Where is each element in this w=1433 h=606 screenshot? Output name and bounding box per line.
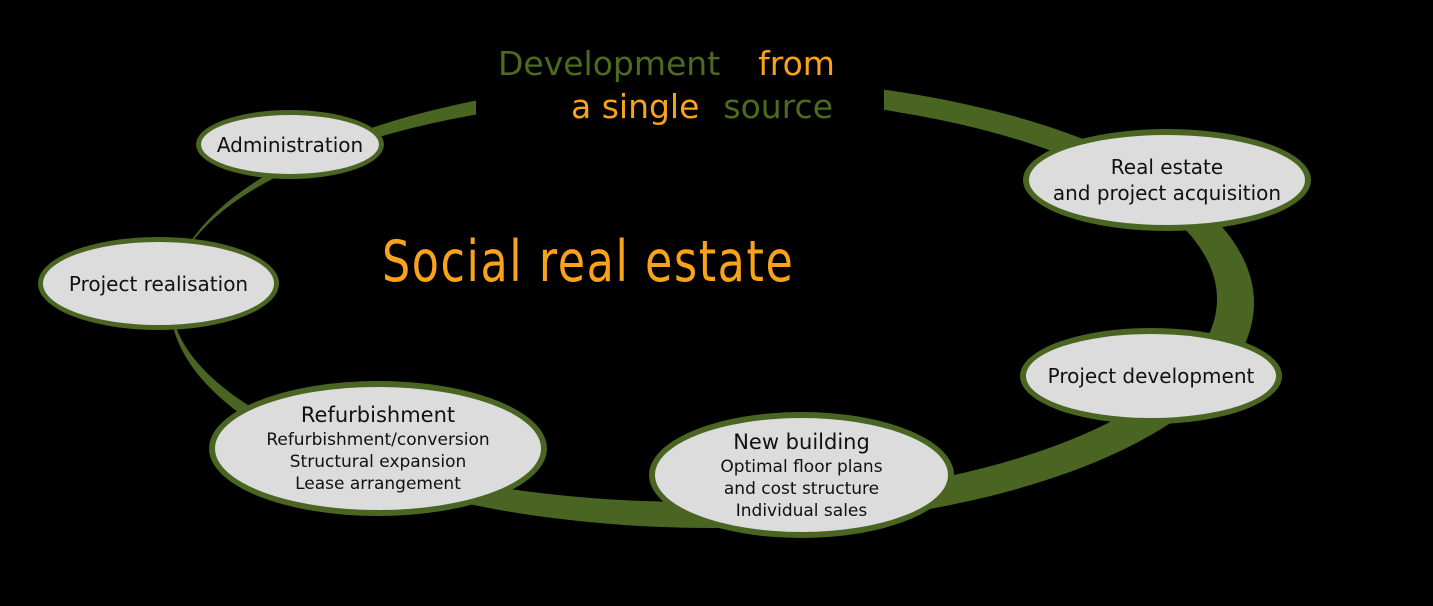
node-refurbishment-sub3: Lease arrangement xyxy=(295,474,461,494)
node-refurbishment-sub1: Refurbishment/conversion xyxy=(266,430,490,450)
node-administration: Administration xyxy=(196,110,384,179)
header-word-from: from xyxy=(758,44,835,83)
node-administration-label: Administration xyxy=(216,132,364,157)
node-new-building-sub2: and cost structure xyxy=(723,478,880,499)
center-title: Social real estate xyxy=(382,230,911,294)
node-project-realisation: Project realisation xyxy=(38,237,279,330)
node-refurbishment: Refurbishment Refurbishment/conversion S… xyxy=(209,381,547,516)
node-project-realisation-label: Project realisation xyxy=(68,271,249,296)
node-new-building-title: New building xyxy=(733,429,870,454)
header-word-development: Development xyxy=(498,44,721,83)
node-new-building-sub1: Optimal floor plans xyxy=(720,456,883,477)
node-project-development-label: Project development xyxy=(1047,364,1255,388)
node-project-development: Project development xyxy=(1020,328,1282,424)
node-refurbishment-sub2: Structural expansion xyxy=(289,452,467,472)
node-refurbishment-title: Refurbishment xyxy=(300,403,456,427)
header-word-a-single: a single xyxy=(571,87,700,126)
header-slogan-line-1: Development from xyxy=(498,44,835,84)
header-slogan-line-2: a single source xyxy=(571,87,833,127)
node-new-building-sub3: Individual sales xyxy=(735,500,868,521)
node-real-estate-acquisition-line2: and project acquisition xyxy=(1052,181,1282,205)
center-title-text: Social real estate xyxy=(382,229,795,295)
ring-gap-mask xyxy=(476,40,884,140)
node-real-estate-acquisition-line1: Real estate xyxy=(1110,155,1224,179)
node-real-estate-acquisition: Real estate and project acquisition xyxy=(1023,129,1311,231)
node-new-building: New building Optimal floor plans and cos… xyxy=(649,412,954,538)
header-word-source: source xyxy=(723,87,834,126)
